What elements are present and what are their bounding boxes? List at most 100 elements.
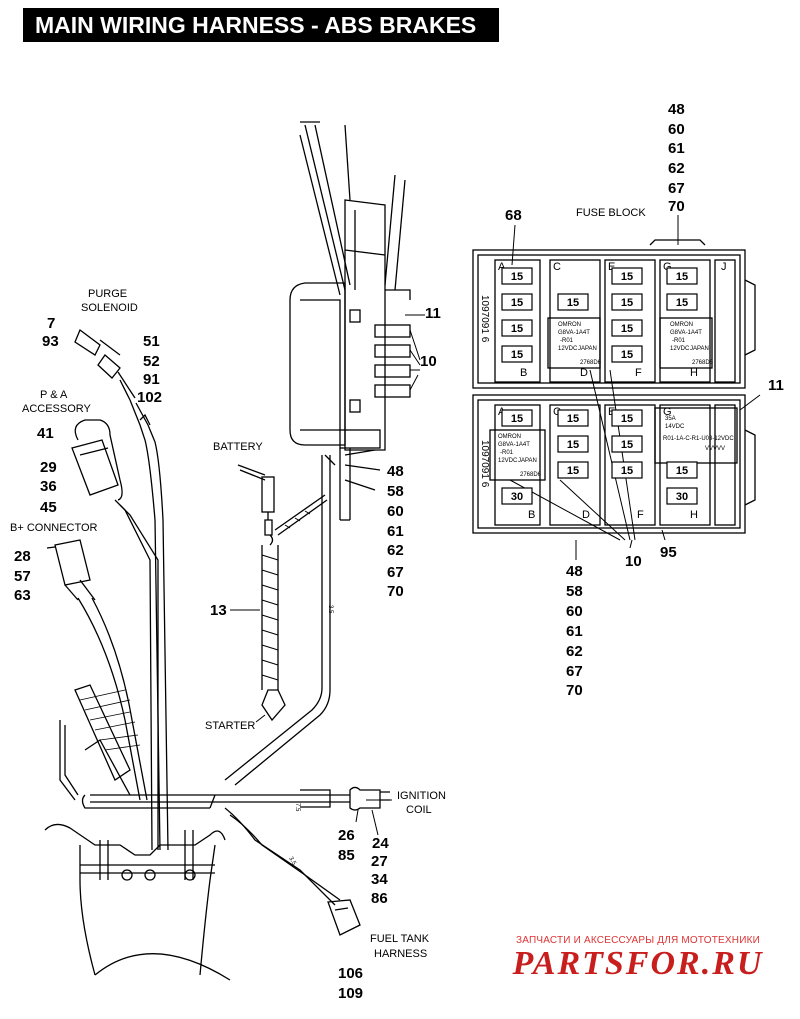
fuse-rating: 15 (511, 349, 523, 361)
relay-voltage: 12VDC (670, 346, 690, 352)
callout-fuse-top-3: 61 (668, 140, 685, 157)
callout-fuse-top-4: 62 (668, 160, 685, 177)
callout-10-left: 10 (420, 353, 437, 370)
callout-purge-a-2: 93 (42, 333, 59, 350)
fuse-outline (666, 461, 698, 479)
fuse-top: 15 (611, 319, 643, 337)
fuse-rating: 15 (511, 271, 523, 283)
fuse-top: 15 (501, 267, 533, 285)
ignition-coil-label-2: COIL (406, 804, 432, 816)
fuse-bottom: 15 (501, 409, 533, 427)
purge-solenoid-label-1: PURGE (88, 288, 127, 300)
fuse-outline (611, 267, 643, 285)
pa-accessory-label-1: P & A (40, 389, 68, 401)
fuse-outline (611, 293, 643, 311)
ignition-coil-label-1: IGNITION (397, 790, 446, 802)
fuse-column-letter: H (690, 367, 698, 379)
fuse-outline (501, 267, 533, 285)
relay-code: 2768D6 (520, 472, 542, 478)
callout-ignition-b-4: 86 (371, 890, 388, 907)
fuse-rating: 30 (676, 491, 688, 503)
fuse-outline (666, 267, 698, 285)
relay-model: G8VA-1A4T (558, 330, 590, 336)
battery-label: BATTERY (213, 441, 263, 453)
relay-right-line-2: 14VDC (665, 424, 685, 430)
callout-fuse-top-1: 48 (668, 101, 685, 118)
watermark-tagline: ЗАПЧАСТИ И АКСЕССУАРЫ ДЛЯ МОТОТЕХНИКИ (515, 935, 761, 946)
fuse-outline (557, 461, 589, 479)
relay-voltage: 12VDC (558, 346, 578, 352)
pa-accessory-label-2: ACCESSORY (22, 403, 92, 415)
callout-fuse-bottom-6: 67 (566, 663, 583, 680)
callout-relays-left-4: 61 (387, 523, 404, 540)
fuse-block-code-bottom: 1097091 6 (479, 440, 490, 488)
fuse-column-letter: G (663, 261, 672, 273)
relay-top-right-text: OMRON G8VA-1A4T -R01 12VDC JAPAN 2768D6 (670, 322, 714, 366)
relay-suffix: -R01 (672, 338, 686, 344)
fuse-rating: 15 (511, 297, 523, 309)
fuse-outline (666, 487, 698, 505)
callout-fuse-bottom-3: 60 (566, 603, 583, 620)
relay-suffix: -R01 (500, 450, 514, 456)
callout-accessory-b-3: 45 (40, 499, 57, 516)
b-connector-label: B+ CONNECTOR (10, 522, 98, 534)
callout-68: 68 (505, 207, 522, 224)
fuse-top: 15 (666, 267, 698, 285)
fuse-rating: 15 (621, 297, 633, 309)
fuse-top: 15 (666, 293, 698, 311)
fuel-tank-label-2: HARNESS (374, 948, 427, 960)
relay-model: G8VA-1A4T (498, 442, 530, 448)
fuse-outline (611, 461, 643, 479)
fuse-top: 15 (611, 293, 643, 311)
fuse-column-letter: H (690, 509, 698, 521)
relay-top-left-text: OMRON G8VA-1A4T -R01 12VDC JAPAN 2768D6 (558, 322, 602, 366)
callout-relays-left-6: 67 (387, 564, 404, 581)
callout-ignition-b-3: 34 (371, 871, 388, 888)
fuse-column-letter: E (608, 261, 615, 273)
page-title: MAIN WIRING HARNESS - ABS BRAKES (23, 8, 499, 42)
fuse-rating: 15 (567, 413, 579, 425)
fuse-rating: 15 (511, 323, 523, 335)
callout-11-right: 11 (768, 377, 784, 394)
callout-fuel-tank-2: 109 (338, 985, 363, 1002)
wire-gauge-c: 3.5 (287, 856, 297, 867)
callout-95: 95 (660, 544, 677, 561)
relay-brand: OMRON (558, 322, 581, 328)
fuse-bottom: 15 (557, 435, 589, 453)
fuse-column-letter: J (721, 261, 727, 273)
callout-fuse-top-6: 70 (668, 198, 685, 215)
fuse-outline (501, 345, 533, 363)
fuse-bottom: 30 (666, 487, 698, 505)
purge-solenoid-label-2: SOLENOID (81, 302, 138, 314)
starter-label: STARTER (205, 720, 255, 732)
callout-ignition-b-2: 27 (371, 853, 388, 870)
fuse-bottom: 15 (666, 461, 698, 479)
fuse-rating: 15 (621, 323, 633, 335)
callout-relays-left-5: 62 (387, 542, 404, 559)
callout-fuel-tank-1: 106 (338, 965, 363, 982)
callout-ignition-a-2: 85 (338, 847, 355, 864)
fuse-rating: 15 (621, 349, 633, 361)
fuse-outline (611, 435, 643, 453)
fuse-bottom: 15 (557, 409, 589, 427)
wire-gauge-a: 3.5 (327, 605, 333, 614)
fuse-column-letter: D (582, 509, 590, 521)
fuse-column-letter: G (663, 406, 672, 418)
fuse-rating: 15 (621, 439, 633, 451)
fuse-outline (501, 293, 533, 311)
callout-relays-left-1: 48 (387, 463, 404, 480)
fuse-outline (557, 435, 589, 453)
fuse-rating: 15 (676, 465, 688, 477)
callout-accessory: 41 (37, 425, 54, 442)
callout-fuse-bottom-1: 48 (566, 563, 583, 580)
fuse-column-letter: A (498, 261, 506, 273)
fuse-outline (501, 409, 533, 427)
relay-origin: JAPAN (518, 458, 537, 464)
fuse-block-code-top: 1097091 6 (479, 295, 490, 343)
relay-voltage: 12VDC (498, 458, 518, 464)
fuse-top: 15 (611, 345, 643, 363)
